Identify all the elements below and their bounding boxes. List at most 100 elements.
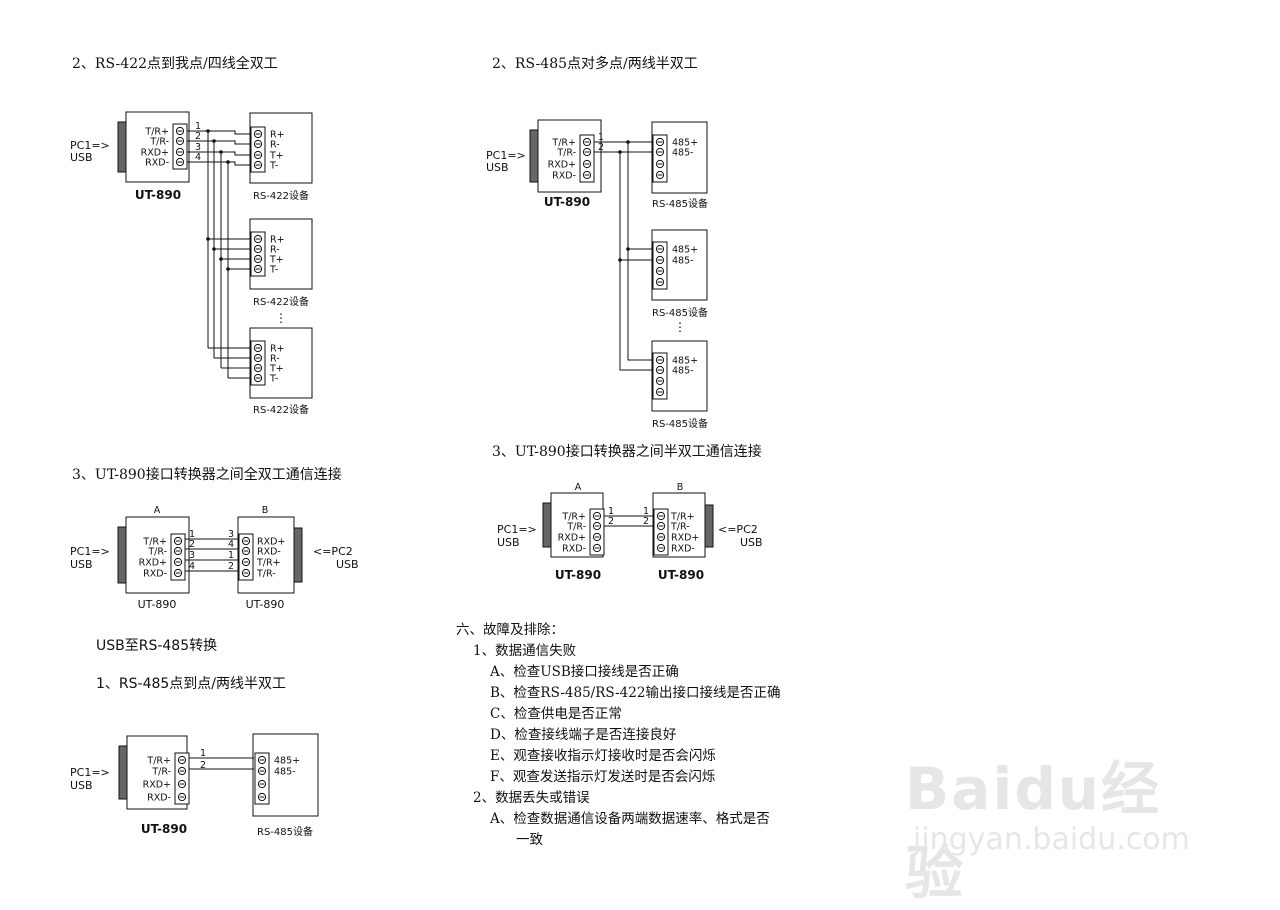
pc1-label: PC1=> — [486, 149, 526, 162]
pin-label: 485+ — [672, 356, 698, 367]
converter-name: UT-890 — [544, 195, 590, 209]
terminal-strip — [174, 752, 190, 805]
pin-label: T- — [269, 161, 278, 172]
converter-name: UT-890 — [658, 568, 704, 582]
usb-label: USB — [486, 161, 509, 174]
troubleshooting-item: D、检查接线端子是否连接良好 — [490, 727, 677, 743]
troubleshooting-item: A、检查USB接口接线是否正确 — [490, 664, 679, 680]
pin-label: 485+ — [672, 138, 698, 149]
wire — [187, 161, 251, 166]
troubleshooting-item-continuation: 一致 — [516, 832, 543, 848]
pin-label: T/R- — [670, 522, 690, 533]
pin-label: RXD- — [671, 544, 695, 555]
pin-label: RXD+ — [139, 558, 167, 569]
pc1-label: PC1=> — [497, 523, 537, 536]
pin-label: 485- — [672, 256, 694, 267]
pin-label: RXD- — [257, 547, 281, 558]
pin-label: T/R- — [256, 569, 276, 580]
device-name: RS-422设备 — [253, 403, 309, 416]
terminal-strip — [250, 340, 266, 386]
usb-plug — [117, 526, 127, 584]
pin-label: RXD+ — [558, 533, 586, 544]
usb-plug — [118, 745, 128, 800]
heading-rs422-point-to-point: 2、RS-422点到我点/四线全双工 — [72, 56, 278, 72]
terminal-strip — [250, 231, 266, 277]
unit-a-label: A — [575, 482, 582, 493]
terminal-strip — [653, 508, 669, 556]
usb-label: USB — [497, 536, 520, 549]
device-name: RS-485设备 — [257, 825, 313, 838]
pin-label: T/R- — [147, 547, 167, 558]
converter-name: UT-890 — [246, 598, 285, 611]
heading-rs485-multipoint: 2、RS-485点对多点/两线半双工 — [492, 56, 698, 72]
pin-label: R- — [270, 245, 280, 256]
wire — [627, 142, 653, 361]
pin-label: 485- — [672, 366, 694, 377]
usb-plug — [529, 129, 539, 183]
terminal-strip — [589, 508, 605, 556]
troubleshooting-item: B、检查RS-485/RS-422输出接口接线是否正确 — [490, 685, 781, 701]
heading-usb-to-rs485: USB至RS-485转换 — [96, 638, 218, 654]
terminal-strip — [579, 134, 595, 183]
wire-number: 1 — [643, 506, 649, 517]
device-name: RS-422设备 — [253, 295, 309, 308]
usb-label: USB — [336, 558, 359, 571]
converter-name: UT-890 — [141, 822, 187, 836]
wire-number: 1 — [228, 550, 234, 561]
troubleshooting-item: E、观查接收指示灯接收时是否会闪烁 — [490, 748, 716, 764]
wire-number: 4 — [195, 152, 201, 163]
watermark-logo: Baidu经验 — [905, 755, 1162, 907]
pin-label: 485+ — [672, 245, 698, 256]
pin-label: T+ — [269, 255, 284, 266]
pin-label: T/R+ — [256, 558, 281, 569]
pin-label: T+ — [269, 151, 284, 162]
terminal-strip — [170, 533, 186, 581]
terminal-strip — [250, 126, 266, 173]
pin-label: RXD+ — [671, 533, 699, 544]
device-name: RS-485设备 — [652, 417, 708, 430]
pin-label: RXD- — [562, 544, 586, 555]
wire-number: 2 — [598, 142, 604, 153]
heading-full-duplex-link: 3、UT-890接口转换器之间全双工通信连接 — [72, 467, 342, 483]
wire-number: 2 — [228, 561, 234, 572]
pc2-label: <=PC2 — [718, 523, 758, 536]
converter-name: UT-890 — [135, 188, 181, 202]
converter-name: UT-890 — [138, 598, 177, 611]
pin-label: R- — [270, 354, 280, 365]
device-name: RS-485设备 — [652, 197, 708, 210]
pin-label: 485- — [274, 767, 296, 778]
pin-label: T- — [269, 374, 278, 385]
unit-a-label: A — [154, 505, 161, 516]
pin-label: R+ — [270, 130, 285, 141]
wire-number: 4 — [228, 539, 234, 550]
wire-number: 2 — [189, 539, 195, 550]
usb-label: USB — [740, 536, 763, 549]
pin-label: T/R+ — [561, 512, 586, 523]
wire-number: 3 — [195, 142, 201, 153]
wire — [187, 130, 251, 135]
pin-label: R- — [270, 140, 280, 151]
terminal-strip — [172, 123, 188, 170]
wire-number: 1 — [598, 132, 604, 143]
wire-number: 2 — [195, 131, 201, 142]
usb-plug — [542, 502, 552, 548]
pin-label: T/R- — [566, 522, 586, 533]
terminal-strip — [238, 533, 254, 581]
wire-number: 3 — [189, 550, 195, 561]
pin-label: T/R+ — [144, 127, 169, 138]
unit-b-label: B — [677, 482, 684, 493]
usb-label: USB — [70, 779, 93, 792]
wire — [619, 152, 653, 371]
pin-label: RXD- — [143, 569, 167, 580]
pin-label: T/R- — [556, 148, 576, 159]
pin-label: T/R+ — [551, 138, 576, 149]
pin-label: T- — [269, 265, 278, 276]
pin-label: 485+ — [274, 756, 300, 767]
pin-label: 485- — [672, 148, 694, 159]
troubleshooting-title: 六、故障及排除： — [456, 622, 564, 638]
wire-number: 2 — [643, 516, 649, 527]
pin-label: RXD+ — [141, 148, 169, 159]
wire-number: 3 — [228, 529, 234, 540]
baidu-watermark: Baidu经验 jingyan.baidu.com — [905, 712, 1205, 907]
pc2-label: <=PC2 — [313, 545, 353, 558]
